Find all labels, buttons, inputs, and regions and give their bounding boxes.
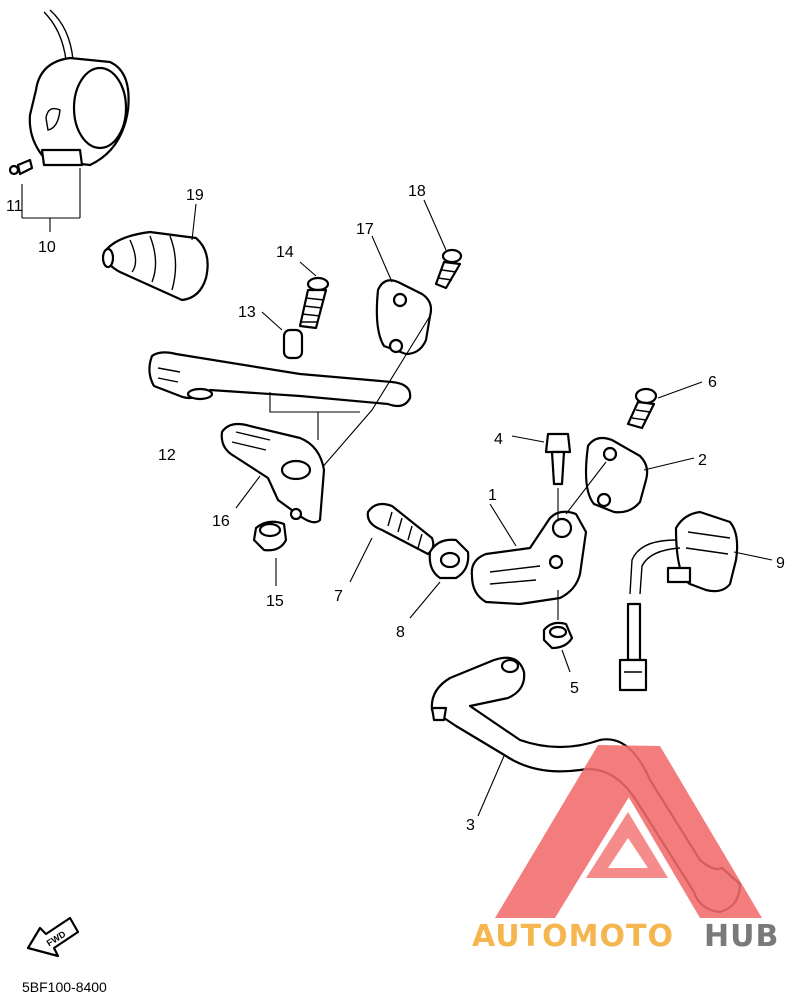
callout-16: 16 — [212, 513, 230, 530]
callout-2: 2 — [698, 452, 707, 469]
callout-14: 14 — [276, 244, 294, 261]
lever-cover — [101, 230, 209, 302]
nut-15 — [252, 520, 288, 552]
clutch-lever — [148, 351, 412, 408]
locknut-8 — [428, 538, 470, 580]
callout-1: 1 — [488, 487, 497, 504]
watermark-auto-text: AUTOMOTO — [472, 919, 674, 954]
callout-3: 3 — [466, 817, 475, 834]
holder-17 — [375, 279, 433, 356]
callout-8: 8 — [396, 624, 405, 641]
callout-5: 5 — [570, 680, 579, 697]
callout-6: 6 — [708, 374, 717, 391]
fwd-arrow-icon: FWD — [26, 916, 80, 958]
callout-18: 18 — [408, 183, 426, 200]
clutch-bracket — [220, 422, 326, 524]
callout-19: 19 — [186, 187, 204, 204]
callout-11: 11 — [6, 198, 23, 215]
bolt-4 — [544, 432, 572, 486]
brake-switch — [618, 510, 739, 692]
callout-7: 7 — [334, 588, 343, 605]
callout-15: 15 — [266, 593, 284, 610]
callout-13: 13 — [238, 304, 256, 321]
nut-5 — [542, 621, 574, 650]
bolt-14 — [298, 276, 330, 330]
callout-10: 10 — [38, 239, 56, 256]
bolt-6 — [626, 387, 658, 430]
callout-17: 17 — [356, 221, 374, 238]
watermark-triangle-icon — [495, 745, 762, 918]
adjuster-7 — [366, 502, 435, 556]
clamp-2 — [584, 436, 649, 514]
callout-12: 12 — [158, 447, 176, 464]
watermark-hub-text: HUB — [704, 919, 779, 954]
collar — [282, 328, 304, 360]
watermark-logo — [495, 745, 762, 918]
callout-9: 9 — [776, 555, 785, 572]
diagram-code: 5BF100-8400 — [22, 979, 107, 995]
callout-4: 4 — [494, 431, 503, 448]
front-brake-bracket — [470, 510, 588, 606]
left-switch-housing — [8, 9, 130, 176]
bolt-18 — [434, 248, 463, 290]
